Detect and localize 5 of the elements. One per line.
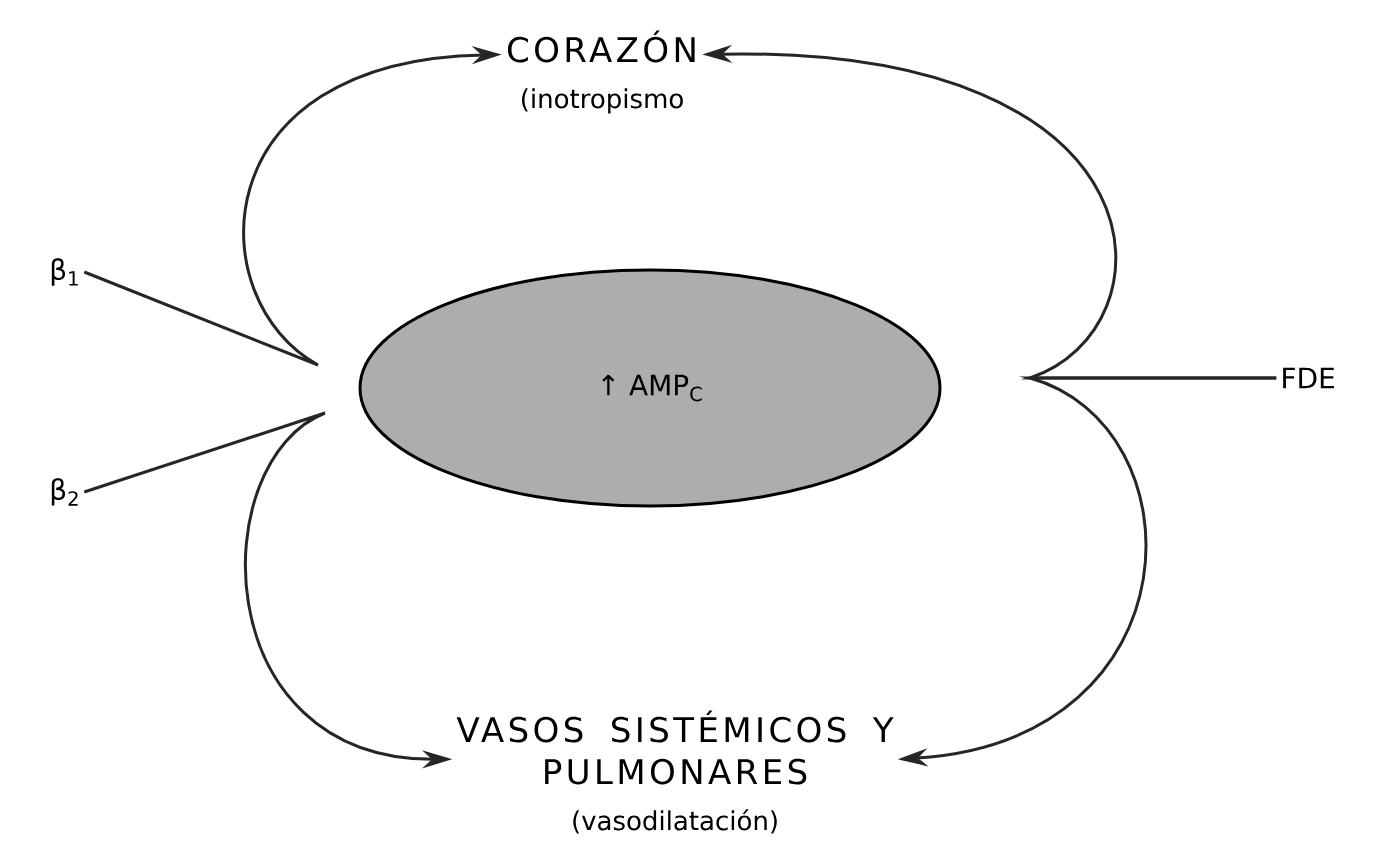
organ-label: CORAZÓN (inotropismo [508, 30, 695, 114]
receptor-label: β$_{1}$ [51, 258, 78, 286]
organ-label: VASOS SISTÉMICOS Y PULMONARES (vasodilatación) [456, 710, 894, 834]
receptor-label: β$_{2}$ [51, 478, 78, 506]
enzyme-label: FDE [1283, 367, 1334, 389]
